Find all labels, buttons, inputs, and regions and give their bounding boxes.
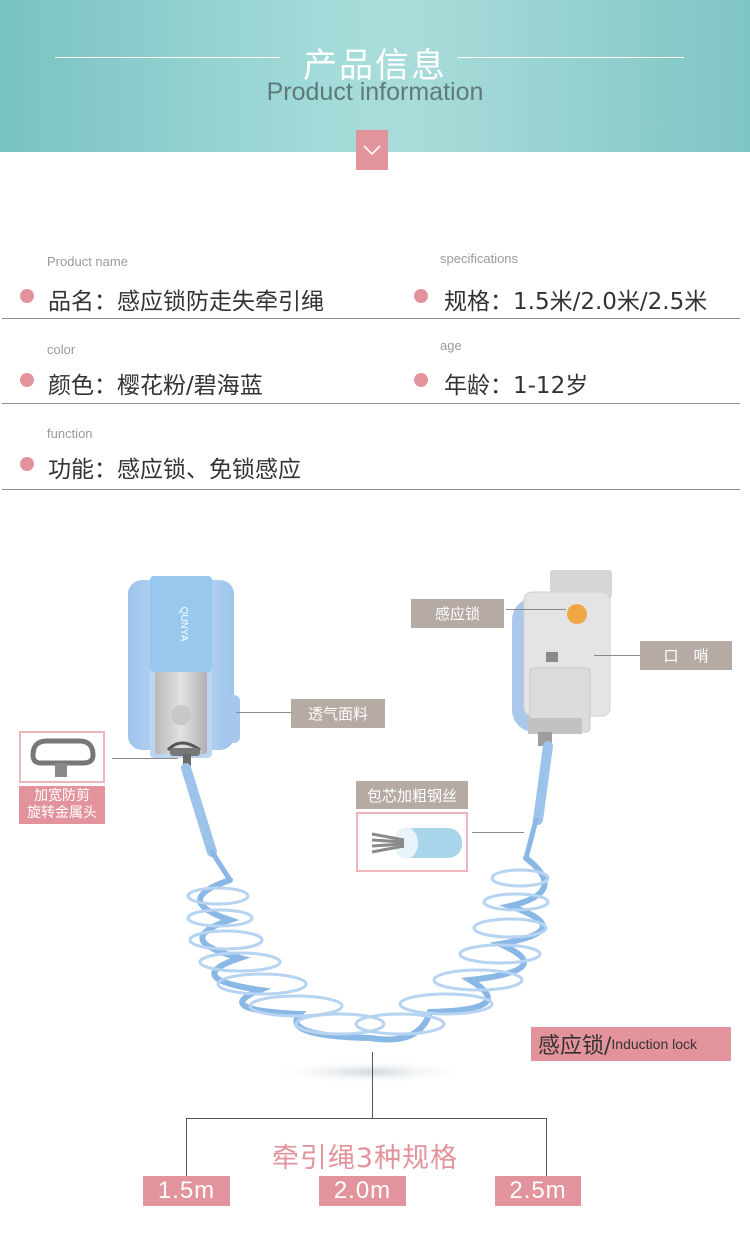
tree-branch-left	[186, 1118, 187, 1178]
bullet-dot-icon	[414, 373, 428, 387]
page-subtitle: Product information	[266, 78, 484, 106]
spec-label-en: color	[47, 342, 76, 357]
spec-label-en: specifications	[440, 251, 519, 266]
left-wristband: QUNYA	[128, 576, 240, 766]
header-banner: 产品信息 Product information	[0, 0, 750, 152]
page-title: 产品信息	[303, 46, 447, 86]
metal-head-caption-line2: 旋转金属头	[27, 805, 97, 821]
induction-lock-tag: 感应锁/ Induction lock	[531, 1027, 731, 1061]
spec-value: 品名：感应锁防走失牵引绳	[48, 289, 324, 315]
spec-value: 年龄：1-12岁	[444, 373, 589, 399]
bullet-dot-icon	[414, 289, 428, 303]
svg-text:QUNYA: QUNYA	[178, 607, 189, 642]
spec-value: 颜色：樱花粉/碧海蓝	[48, 373, 263, 399]
leader-line	[112, 758, 178, 759]
bullet-dot-icon	[20, 289, 34, 303]
callout-whistle: 口 哨	[640, 641, 732, 670]
leader-line	[236, 712, 291, 713]
steel-wire-inset	[356, 812, 468, 872]
chevron-down-icon	[356, 130, 388, 170]
bullet-dot-icon	[20, 457, 34, 471]
callout-sensor-lock: 感应锁	[411, 599, 504, 628]
callout-breathable-fabric: 透气面料	[291, 699, 385, 728]
divider	[2, 318, 740, 319]
product-illustration: QUNYA	[128, 570, 612, 1084]
metal-head-caption: 加宽防剪 旋转金属头	[19, 786, 105, 824]
leader-line	[472, 832, 524, 833]
header-rule-right	[458, 57, 684, 58]
metal-head-caption-line1: 加宽防剪	[34, 788, 90, 804]
tree-stem	[372, 1052, 373, 1118]
callout-steel-wire: 包芯加粗钢丝	[356, 781, 468, 809]
size-tag-2-0m: 2.0m	[319, 1176, 406, 1206]
spec-label-en: Product name	[47, 254, 128, 269]
tree-branch-right	[546, 1118, 547, 1178]
divider	[2, 403, 740, 404]
spec-label-en: age	[440, 338, 462, 353]
header-rule-left	[55, 57, 280, 58]
spec-value: 功能：感应锁、免锁感应	[48, 457, 301, 483]
right-lock	[512, 570, 612, 746]
bullet-dot-icon	[20, 373, 34, 387]
induction-lock-cn: 感应锁/	[538, 1034, 612, 1059]
size-options-title: 牵引绳3种规格	[271, 1143, 459, 1174]
size-tag-2-5m: 2.5m	[495, 1176, 581, 1206]
leader-line	[506, 609, 566, 610]
spec-label-en: function	[47, 426, 93, 441]
induction-lock-en: Induction lock	[611, 1036, 698, 1052]
tree-bar	[186, 1118, 547, 1119]
size-tag-1-5m: 1.5m	[143, 1176, 230, 1206]
leader-line	[594, 655, 640, 656]
divider	[2, 489, 740, 490]
metal-head-inset	[19, 731, 105, 783]
spec-value: 规格：1.5米/2.0米/2.5米	[444, 289, 708, 315]
